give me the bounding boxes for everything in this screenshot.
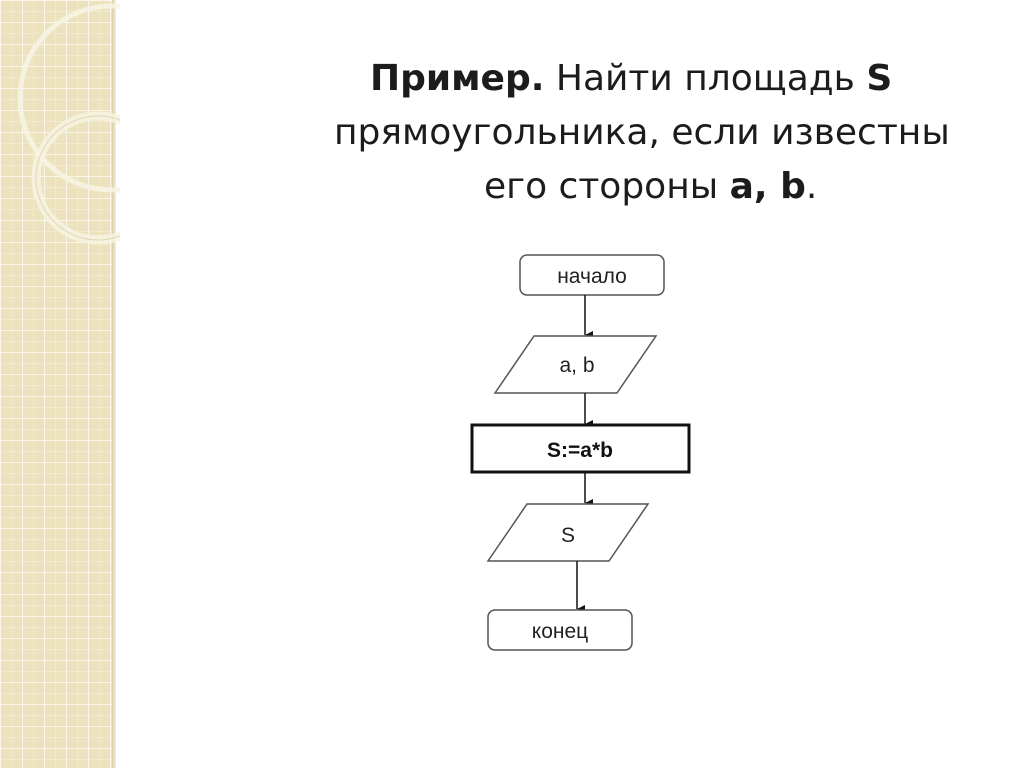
start-terminal-shape [519, 254, 665, 296]
output-parallelogram-label: S [561, 524, 575, 547]
slide-title: Пример. Найти площадь S прямоугольника, … [300, 52, 1000, 214]
title-prefix: Пример. [370, 58, 545, 99]
title-line-1: Пример. Найти площадь S [300, 52, 1000, 106]
process-rectangle-shape [470, 423, 691, 474]
start-terminal-label: начало [557, 265, 627, 288]
title-vars-ab: a, b [729, 166, 806, 207]
title-line-3: его стороны a, b. [300, 160, 1000, 214]
title-line-2: прямоугольника, если известны [334, 112, 950, 153]
title-end-punct: . [805, 166, 818, 207]
end-terminal-shape [487, 609, 633, 651]
title-line1-text: Найти площадь [555, 58, 855, 99]
input-parallelogram-label: a, b [559, 354, 594, 377]
end-terminal-label: конец [532, 620, 588, 643]
decorative-rings-icon [17, 3, 120, 245]
side-panel-edge [112, 0, 116, 768]
title-line3-text: его стороны [484, 166, 719, 207]
process-rectangle-label: S:=a*b [547, 439, 613, 462]
input-parallelogram-shape [493, 335, 658, 394]
title-var-s: S [866, 58, 893, 99]
output-parallelogram-shape [486, 503, 650, 562]
